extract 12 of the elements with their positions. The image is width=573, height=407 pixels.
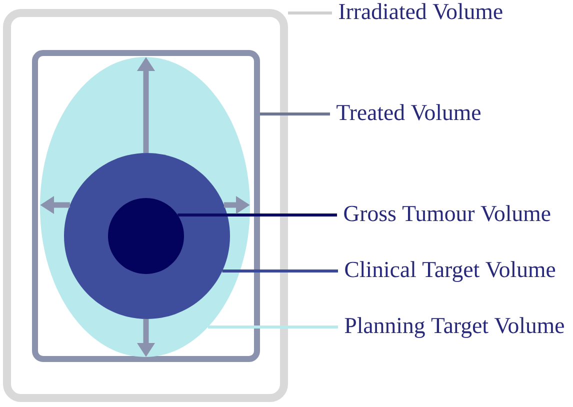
rounded-frame	[3, 9, 288, 402]
callout-label: Irradiated Volume	[339, 3, 502, 20]
leader-line	[260, 112, 330, 116]
callout-label: Gross Tumour Volume	[344, 205, 550, 222]
leader-line	[208, 326, 338, 328]
callout-label: Clinical Target Volume	[345, 261, 556, 282]
leader-line	[222, 270, 338, 272]
leader-line	[178, 214, 337, 216]
leader-line	[288, 12, 332, 14]
callout-label: Treated Volume	[336, 104, 480, 120]
circle	[108, 198, 184, 274]
callout-label: Planning Target Volume	[344, 317, 564, 338]
